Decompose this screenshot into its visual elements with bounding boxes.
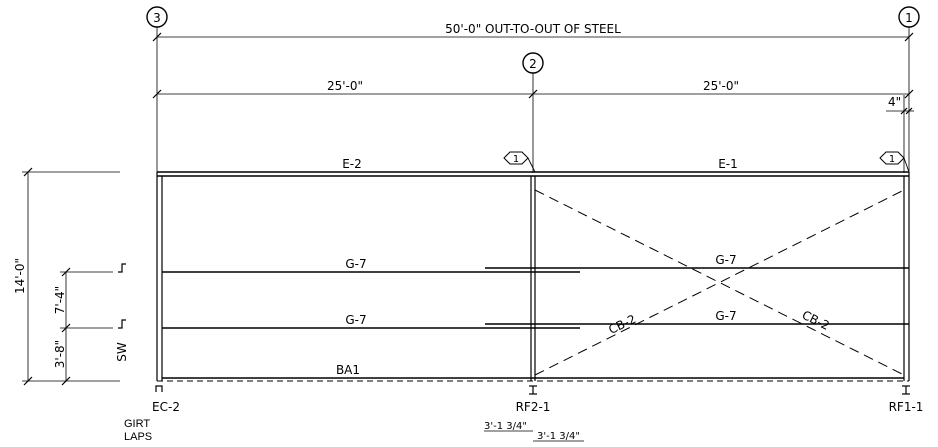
grid-label-2: 2 — [529, 57, 537, 71]
girt-lap-dimensions: 3'-1 3/4" 3'-1 3/4" — [484, 421, 584, 442]
girt-section-symbol-lower — [118, 319, 126, 329]
grid-bubble-3: 3 — [146, 6, 168, 28]
girt-lower-right-label: G-7 — [715, 309, 736, 323]
column-base-right — [902, 385, 910, 395]
overall-dimension-text: 50'-0" OUT-TO-OUT OF STEEL — [445, 22, 621, 36]
grid-bubble-1: 1 — [898, 6, 920, 28]
cable-brace-right-label: CB-2 — [800, 308, 832, 333]
grid-label-3: 3 — [153, 11, 161, 25]
cable-bracing — [534, 189, 905, 376]
girt-lines — [162, 267, 909, 329]
column-label-right: RF1-1 — [889, 400, 924, 414]
girt-lower-left-label: G-7 — [345, 313, 366, 327]
girt-spacing-dimension: 7'-4" 3'-8" — [53, 267, 113, 386]
frame-outline — [156, 171, 910, 382]
detail-tag-left-text: 1 — [513, 154, 519, 165]
girt-section-symbol-upper — [118, 263, 126, 273]
column-base-left — [155, 385, 163, 392]
detail-tag-right-text: 1 — [889, 154, 895, 165]
lap-lower-text: 3'-1 3/4" — [537, 431, 580, 442]
eave-strut-right-label: E-1 — [718, 157, 738, 171]
bay-dimension: 25'-0" 25'-0" — [152, 79, 914, 99]
column-label-left: EC-2 — [152, 400, 180, 414]
girt-upper-left-label: G-7 — [345, 257, 366, 271]
cable-brace-left-label: CB-2 — [606, 312, 638, 337]
overall-dimension: 50'-0" OUT-TO-OUT OF STEEL — [152, 22, 914, 42]
girt-lower-spacing-text: 3'-8" — [53, 340, 67, 368]
grid-label-1: 1 — [905, 11, 913, 25]
laps-label: LAPS — [124, 431, 152, 443]
height-dimension-text: 14'-0" — [13, 258, 27, 294]
lap-upper-text: 3'-1 3/4" — [484, 421, 527, 432]
column-label-middle: RF2-1 — [516, 400, 551, 414]
detail-tag-left: 1 — [503, 151, 536, 173]
column-base-middle — [529, 385, 537, 395]
eave-strut-left-label: E-2 — [342, 157, 362, 171]
bay-left-dimension-text: 25'-0" — [327, 79, 363, 93]
bay-right-dimension-text: 25'-0" — [703, 79, 739, 93]
grid-bubble-2: 2 — [522, 52, 544, 74]
offset-dimension-text: 4" — [888, 95, 901, 109]
base-angle-label: BA1 — [336, 363, 360, 377]
sidewall-label: SW — [115, 342, 129, 362]
girt-upper-right-label: G-7 — [715, 253, 736, 267]
girt-upper-spacing-text: 7'-4" — [53, 286, 67, 314]
height-dimension: 14'-0" — [13, 167, 120, 386]
girt-label: GIRT — [124, 418, 150, 430]
detail-tag-right: 1 — [879, 151, 910, 173]
offset-dimension: 4" — [886, 95, 914, 115]
